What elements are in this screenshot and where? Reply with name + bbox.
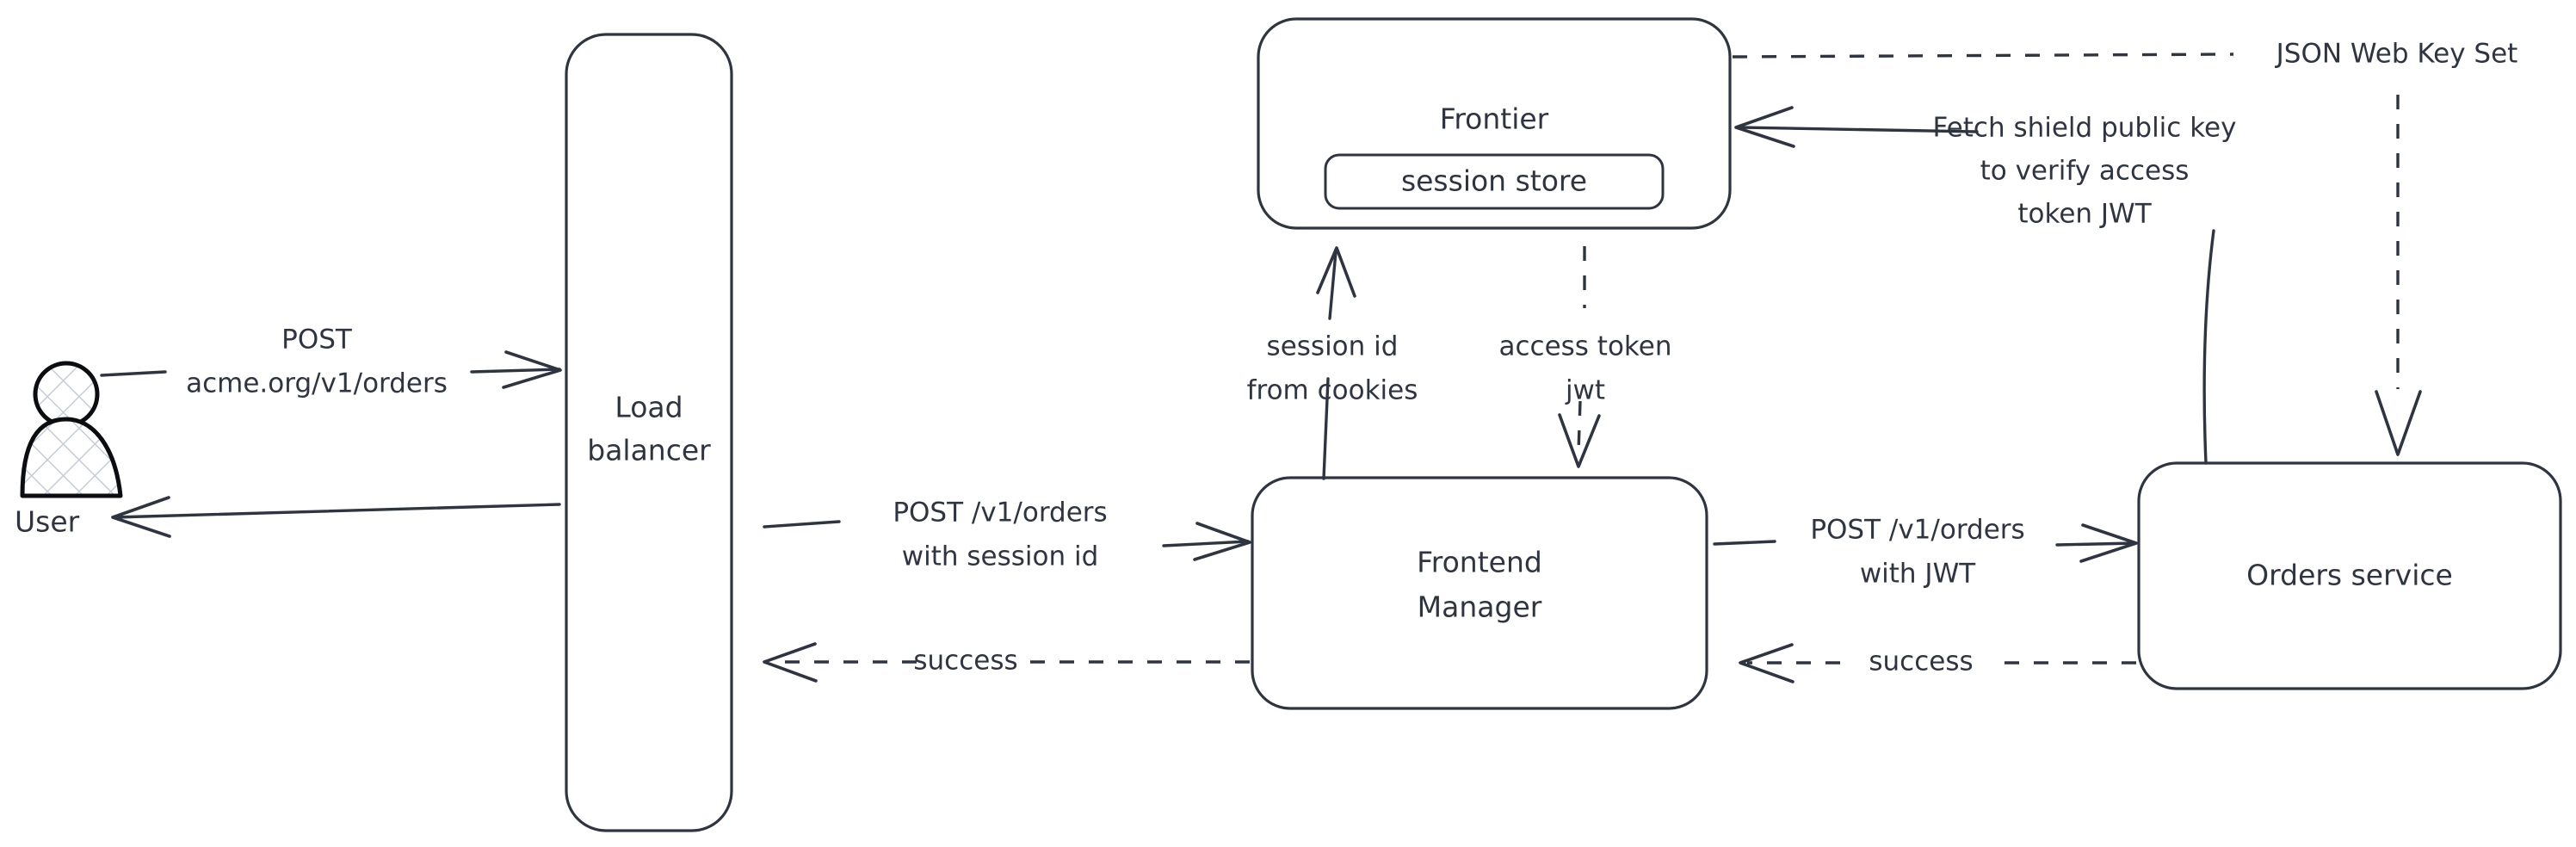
edge-fm-orders-stub bbox=[1713, 540, 1776, 546]
edge-frontier-fm-label-line2: jwt bbox=[1565, 375, 1605, 406]
edge-orders-frontier-label-line3: token JWT bbox=[2017, 199, 2152, 230]
frontend-manager-label-line1: Frontend bbox=[1417, 546, 1542, 579]
edge-frontier-to-frontend-manager: access token jwt bbox=[1498, 246, 1672, 468]
arrowhead-down-fm bbox=[1558, 413, 1601, 468]
edge-fm-frontier-upper bbox=[1328, 250, 1337, 320]
load-balancer-box bbox=[565, 33, 733, 832]
edge-orders-frontier-label-line2: to verify access bbox=[1980, 156, 2190, 187]
edge-frontend-manager-to-frontier: session id from cookies bbox=[1247, 246, 1418, 480]
edge-frontier-orders-dash-horizontal bbox=[1732, 53, 2234, 59]
edge-frontier-orders-label: JSON Web Key Set bbox=[2275, 39, 2518, 70]
edge-orders-fm-label: success bbox=[1869, 646, 1973, 677]
node-frontier[interactable]: Frontier session store bbox=[1257, 17, 1732, 230]
edge-lb-fm-label-line2: with session id bbox=[902, 541, 1099, 572]
edge-frontier-fm-label-line1: access token bbox=[1498, 331, 1671, 362]
edge-user-lb-label-line1: POST bbox=[281, 325, 353, 355]
frontend-manager-box bbox=[1251, 476, 1708, 710]
arrowhead-left-lb bbox=[763, 642, 818, 683]
session-store-box[interactable] bbox=[1324, 153, 1665, 210]
orders-service-box bbox=[2137, 461, 2562, 690]
arrowhead-left-frontier bbox=[1734, 106, 1795, 148]
node-orders-service[interactable]: Orders service bbox=[2137, 461, 2562, 690]
edge-user-lb-line bbox=[470, 368, 561, 374]
node-user[interactable]: User bbox=[15, 361, 123, 539]
user-label: User bbox=[15, 505, 80, 539]
load-balancer-label-line2: balancer bbox=[587, 434, 711, 467]
edge-fm-orders-line bbox=[2055, 541, 2136, 547]
frontend-manager-label-line2: Manager bbox=[1418, 590, 1542, 624]
edge-lb-fm-stub bbox=[763, 520, 841, 529]
frontier-label: Frontier bbox=[1440, 102, 1549, 136]
edge-fm-lb-label: success bbox=[913, 646, 1017, 677]
arrowhead-right-fm bbox=[1193, 522, 1251, 561]
edge-orders-frontier-curve bbox=[2202, 229, 2215, 465]
edge-user-lb-stub bbox=[100, 370, 167, 377]
edge-user-lb-label-line2: acme.org/v1/orders bbox=[186, 368, 448, 399]
edge-orders-frontier-line bbox=[1738, 126, 1979, 133]
edge-fm-orders-label-line2: with JWT bbox=[1860, 559, 1976, 590]
edge-lb-fm-label-line1: POST /v1/orders bbox=[893, 498, 1107, 529]
edge-fm-frontier-label-line2: from cookies bbox=[1247, 375, 1418, 406]
edge-frontend-manager-to-orders-service: POST /v1/orders with JWT bbox=[1713, 515, 2138, 590]
user-body-icon bbox=[20, 417, 123, 498]
edge-lb-fm-line bbox=[1162, 540, 1250, 547]
arrowhead-right-orders bbox=[2079, 523, 2138, 563]
edge-frontier-fm-dash-lower bbox=[1577, 400, 1582, 453]
node-load-balancer[interactable]: Load balancer bbox=[565, 33, 733, 832]
arrowhead-left-user bbox=[111, 496, 171, 538]
arrowhead-right-lb bbox=[502, 350, 562, 389]
edge-frontend-manager-to-load-balancer: success bbox=[763, 642, 1250, 683]
edge-user-to-load-balancer: POST acme.org/v1/orders bbox=[100, 325, 562, 399]
edge-lb-user-line bbox=[113, 503, 561, 519]
edge-fm-frontier-label-line1: session id bbox=[1267, 331, 1399, 362]
edge-frontier-to-orders-service: JSON Web Key Set bbox=[1732, 39, 2518, 456]
user-head-icon bbox=[33, 361, 100, 428]
edge-load-balancer-to-user bbox=[111, 496, 561, 538]
node-frontend-manager[interactable]: Frontend Manager bbox=[1251, 476, 1708, 710]
edge-orders-frontier-label-line1: Fetch shield public key bbox=[1933, 113, 2237, 144]
orders-service-label: Orders service bbox=[2246, 559, 2453, 592]
edge-load-balancer-to-frontend-manager: POST /v1/orders with session id bbox=[763, 498, 1251, 572]
arrowhead-down-orders bbox=[2375, 390, 2422, 456]
edge-orders-service-to-frontier: Fetch shield public key to verify access… bbox=[1734, 106, 2237, 465]
edge-fm-orders-label-line1: POST /v1/orders bbox=[1810, 515, 2024, 546]
edge-fm-frontier-lower bbox=[1322, 377, 1330, 480]
arrowhead-left-fm bbox=[1739, 643, 1795, 683]
arrowhead-up-frontier bbox=[1316, 246, 1356, 298]
session-store-label: session store bbox=[1401, 164, 1587, 198]
edge-orders-service-to-frontend-manager: success bbox=[1739, 643, 2136, 683]
load-balancer-label-line1: Load bbox=[615, 391, 683, 424]
